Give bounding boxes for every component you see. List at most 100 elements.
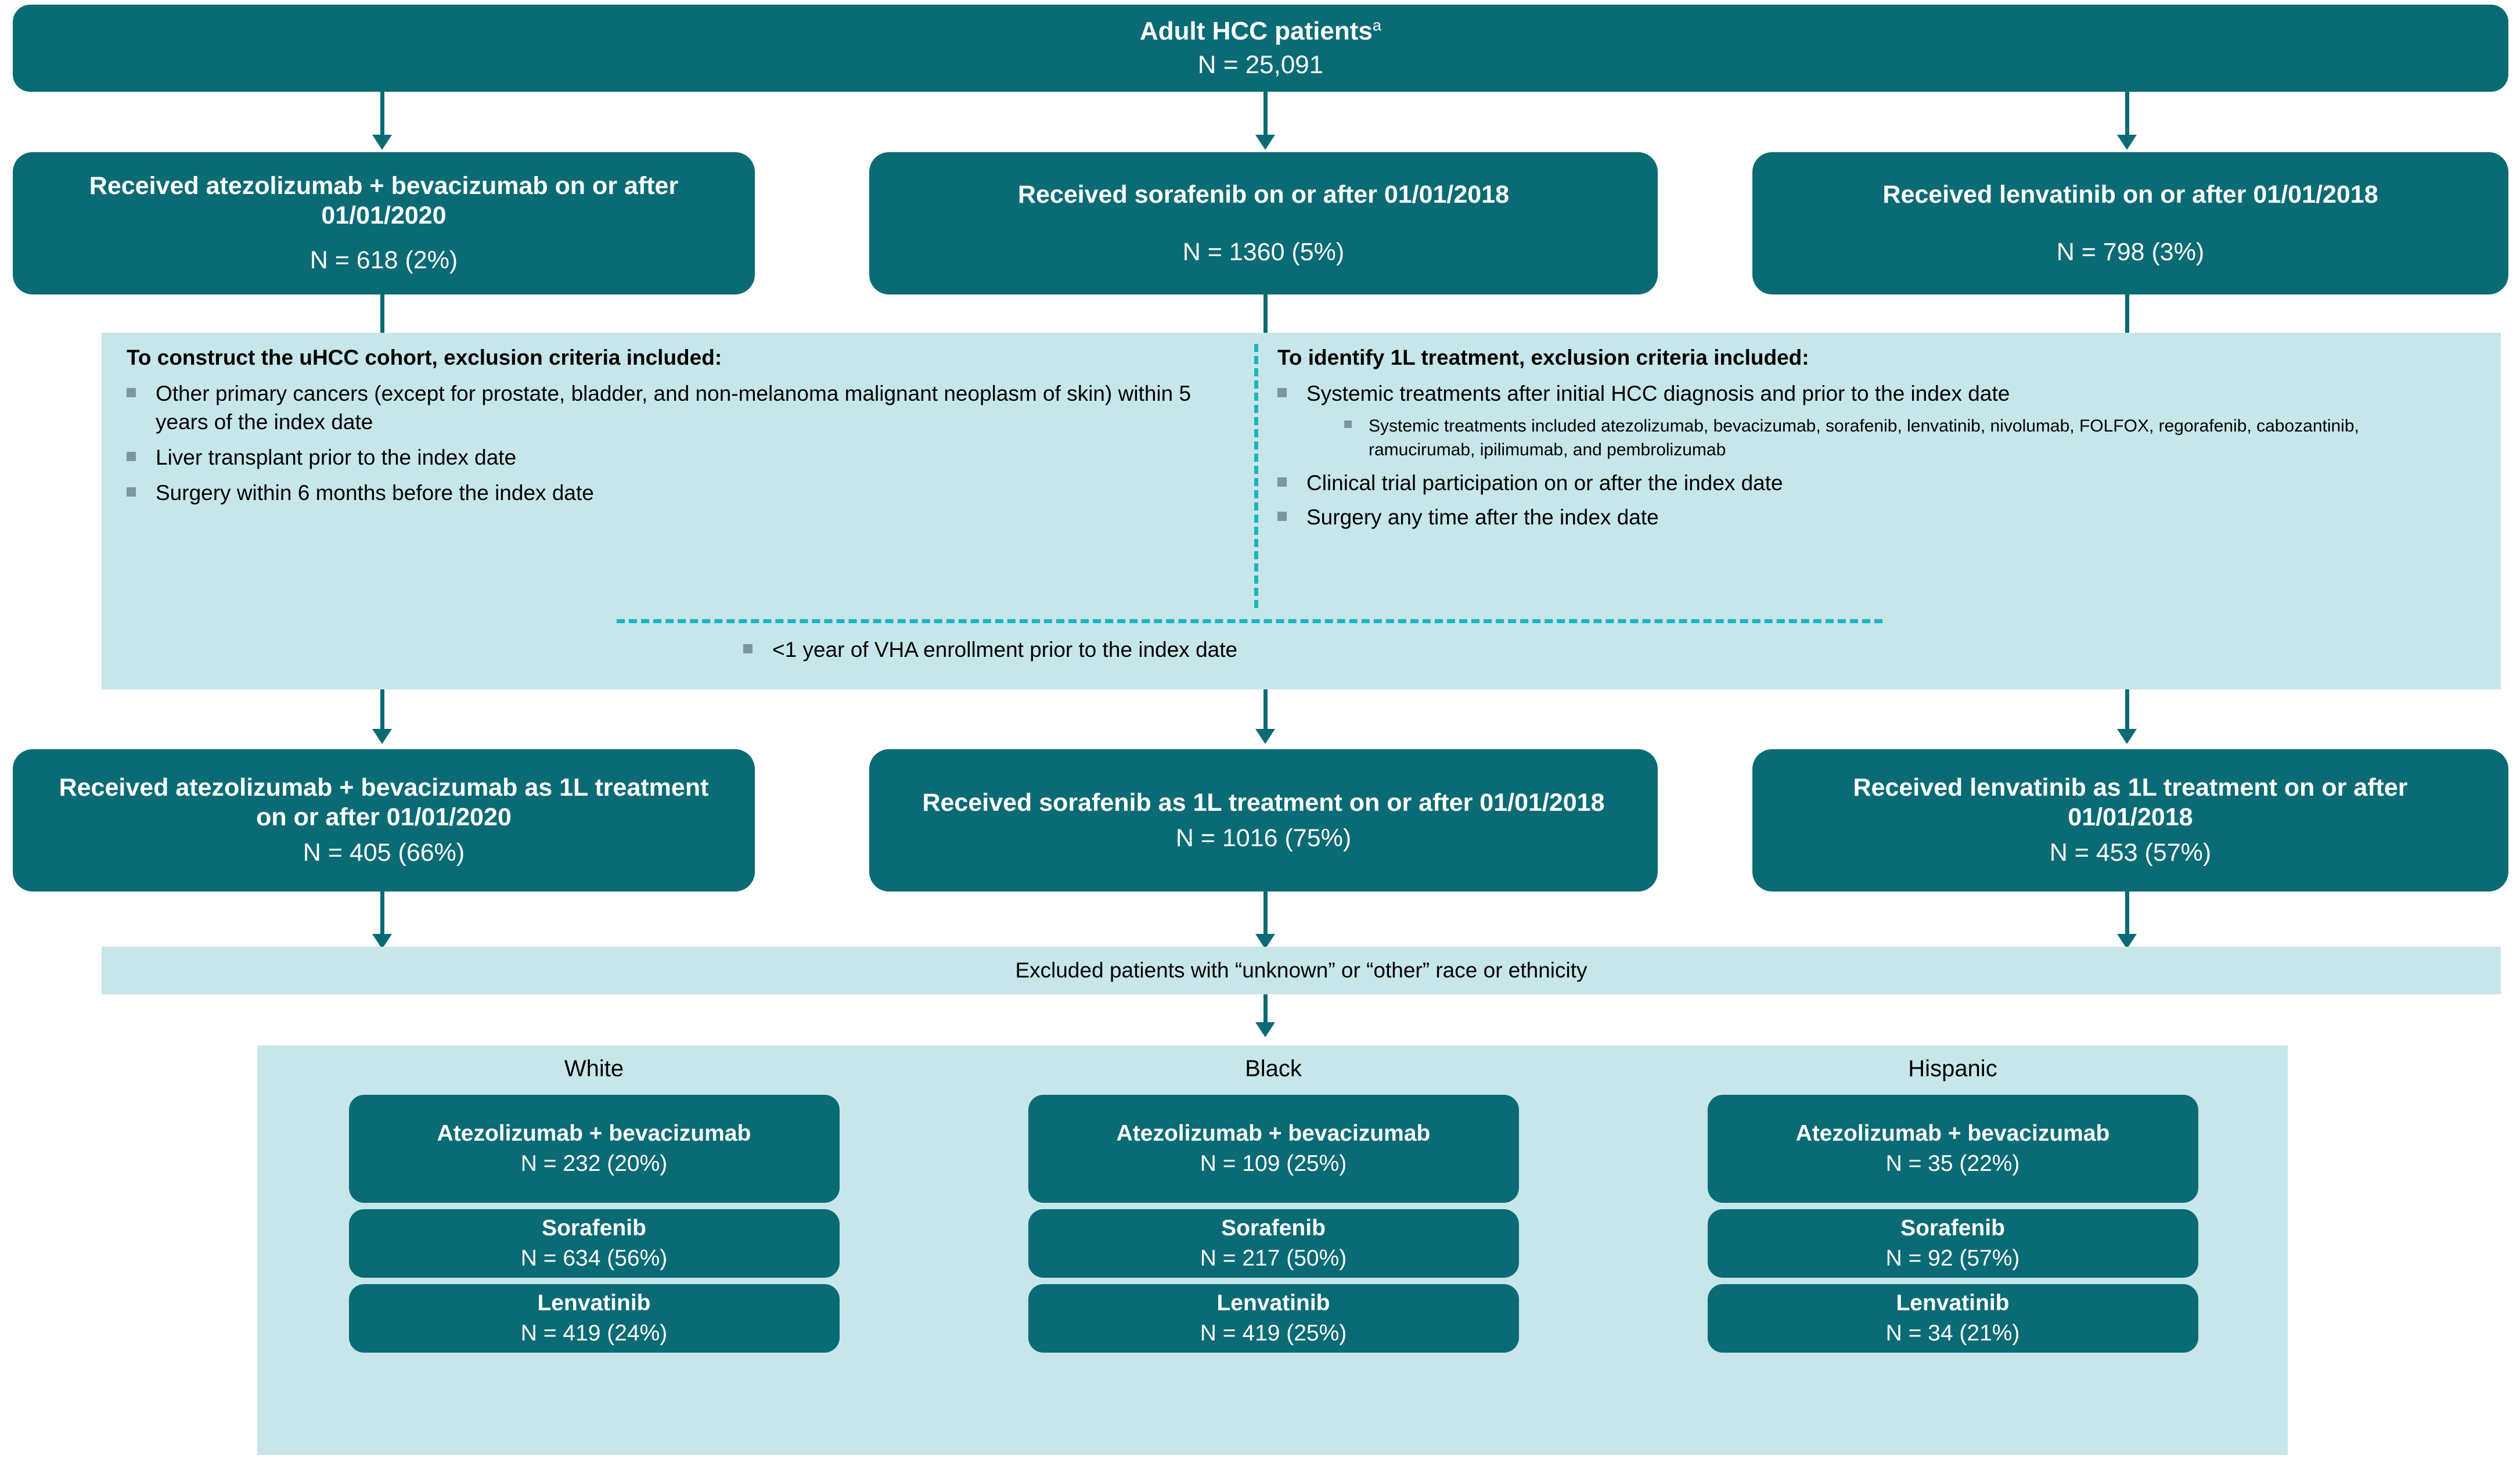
row2-n-atezolizumab: N = 618 (2%) [309, 246, 458, 274]
arrow-row3-lenva-to-excluded [2117, 934, 2137, 949]
race-treatment-box-black-sorafenib: Sorafenib N = 217 (50%) [1028, 1209, 1519, 1278]
top-cohort-title: Adult HCC patientsa [1140, 16, 1381, 46]
connector-row3-atezo-to-excluded [380, 892, 384, 938]
race-treatment-name-hispanic-lenvatinib: Lenvatinib [1896, 1291, 2010, 1316]
race-column-label-hispanic: Hispanic [1908, 1056, 1997, 1081]
race-treatment-name-white-atezolizumab: Atezolizumab + bevacizumab [437, 1121, 751, 1146]
criteria-left-item-3-text: Surgery within 6 months before the index… [156, 480, 594, 505]
excluded-patients-bar: Excluded patients with “unknown” or “oth… [102, 947, 2501, 994]
criteria-left-heading: To construct the uHCC cohort, exclusion … [127, 346, 722, 369]
criteria-right-block: To identify 1L treatment, exclusion crit… [1277, 344, 2474, 531]
criteria-vertical-divider [1254, 344, 1258, 608]
criteria-left-item-2: Liver transplant prior to the index date [127, 444, 1247, 472]
connector-row3-lenva-to-excluded [2125, 892, 2129, 938]
arrow-sora-to-row3 [1255, 729, 1275, 744]
race-column-label-black: Black [1245, 1056, 1302, 1081]
race-treatment-box-white-atezolizumab: Atezolizumab + bevacizumab N = 232 (20%) [348, 1095, 840, 1203]
race-treatment-name-white-sorafenib: Sorafenib [542, 1216, 646, 1241]
criteria-left-item-1-text: Other primary cancers (except for prosta… [156, 382, 1191, 434]
race-treatment-name-black-sorafenib: Sorafenib [1221, 1216, 1326, 1241]
top-cohort-box: Adult HCC patientsa N = 25,091 [13, 5, 2508, 92]
row2-title-atezolizumab: Received atezolizumab + bevacizumab on o… [89, 172, 679, 230]
race-treatment-n-hispanic-atezolizumab: N = 35 (22%) [1885, 1151, 2020, 1176]
race-treatment-box-white-lenvatinib: Lenvatinib N = 419 (24%) [348, 1284, 840, 1353]
race-treatment-n-black-atezolizumab: N = 109 (25%) [1200, 1151, 1347, 1176]
race-treatment-name-black-lenvatinib: Lenvatinib [1216, 1291, 1330, 1316]
row2-box-sorafenib: Received sorafenib on or after 01/01/201… [869, 152, 1658, 294]
arrow-top-to-sora [1255, 135, 1275, 150]
race-column-label-white: White [564, 1056, 624, 1081]
criteria-right-item-3-text: Surgery any time after the index date [1306, 505, 1659, 529]
connector-sora-to-row3 [1263, 689, 1268, 733]
connector-atezo-to-row3 [380, 689, 384, 733]
connector-top-to-lenva [2125, 92, 2129, 138]
row2-n-sorafenib: N = 1360 (5%) [1182, 238, 1345, 266]
arrow-row3-sora-to-excluded [1255, 934, 1275, 949]
bullet-square-icon [127, 487, 136, 497]
bullet-square-icon [1277, 477, 1287, 487]
row3-title-lenvatinib: Received lenvatinib as 1L treatment on o… [1853, 774, 2408, 832]
criteria-right-subitem: Systemic treatments included atezolizuma… [1344, 414, 2414, 462]
row3-n-lenvatinib: N = 453 (57%) [2049, 838, 2212, 867]
arrow-top-to-lenva [2117, 135, 2137, 150]
top-cohort-title-superscript: a [1372, 16, 1382, 34]
row3-box-atezolizumab: Received atezolizumab + bevacizumab as 1… [13, 749, 755, 892]
race-treatment-box-hispanic-atezolizumab: Atezolizumab + bevacizumab N = 35 (22%) [1707, 1095, 2198, 1203]
criteria-right-item-2-text: Clinical trial participation on or after… [1306, 470, 1783, 495]
race-treatment-n-black-sorafenib: N = 217 (50%) [1200, 1245, 1347, 1271]
row3-box-lenvatinib: Received lenvatinib as 1L treatment on o… [1752, 749, 2508, 892]
race-treatment-n-white-lenvatinib: N = 419 (24%) [520, 1320, 668, 1346]
row2-box-lenvatinib: Received lenvatinib on or after 01/01/20… [1752, 152, 2508, 294]
criteria-shared-item-text: <1 year of VHA enrollment prior to the i… [772, 638, 1238, 662]
race-treatment-n-white-atezolizumab: N = 232 (20%) [520, 1151, 668, 1176]
criteria-horizontal-divider [617, 619, 1882, 623]
bullet-square-icon [1277, 511, 1287, 521]
connector-row3-sora-to-excluded [1263, 892, 1268, 938]
race-treatment-name-hispanic-sorafenib: Sorafenib [1900, 1216, 2005, 1241]
connector-lenva-to-row3 [2125, 689, 2129, 733]
connector-top-to-atezo [380, 92, 384, 138]
race-treatment-box-hispanic-sorafenib: Sorafenib N = 92 (57%) [1707, 1209, 2198, 1278]
row3-n-atezolizumab: N = 405 (66%) [303, 838, 465, 867]
race-treatment-box-black-atezolizumab: Atezolizumab + bevacizumab N = 109 (25%) [1028, 1095, 1519, 1203]
race-treatment-n-hispanic-lenvatinib: N = 34 (21%) [1885, 1320, 2020, 1346]
criteria-right-subitem-text: Systemic treatments included atezolizuma… [1369, 416, 2359, 460]
bullet-square-icon [743, 644, 753, 653]
row2-title-lenvatinib: Received lenvatinib on or after 01/01/20… [1882, 180, 2378, 209]
race-treatment-box-white-sorafenib: Sorafenib N = 634 (56%) [348, 1209, 840, 1278]
row3-title-atezolizumab: Received atezolizumab + bevacizumab as 1… [59, 774, 709, 832]
race-column-white: White Atezolizumab + bevacizumab N = 232… [257, 1056, 931, 1353]
race-treatment-name-black-atezolizumab: Atezolizumab + bevacizumab [1116, 1121, 1431, 1146]
race-treatment-box-hispanic-lenvatinib: Lenvatinib N = 34 (21%) [1707, 1284, 2198, 1353]
connector-top-to-sora [1263, 92, 1268, 138]
bullet-square-icon [127, 451, 136, 461]
criteria-left-block: To construct the uHCC cohort, exclusion … [127, 344, 1247, 507]
race-treatment-n-white-sorafenib: N = 634 (56%) [520, 1245, 668, 1271]
race-column-black: Black Atezolizumab + bevacizumab N = 109… [937, 1056, 1610, 1353]
race-treatment-name-hispanic-atezolizumab: Atezolizumab + bevacizumab [1795, 1121, 2110, 1146]
row3-box-sorafenib: Received sorafenib as 1L treatment on or… [869, 749, 1658, 892]
row3-n-sorafenib: N = 1016 (75%) [1175, 824, 1352, 852]
excluded-patients-text: Excluded patients with “unknown” or “oth… [1015, 958, 1587, 982]
top-cohort-title-text: Adult HCC patients [1139, 17, 1373, 46]
criteria-right-item-2: Clinical trial participation on or after… [1277, 469, 2474, 498]
row2-n-lenvatinib: N = 798 (3%) [2056, 238, 2205, 266]
arrow-row3-atezo-to-excluded [372, 934, 392, 949]
race-treatment-n-black-lenvatinib: N = 419 (25%) [1200, 1320, 1347, 1346]
top-cohort-n: N = 25,091 [1197, 51, 1324, 79]
criteria-left-item-1: Other primary cancers (except for prosta… [127, 380, 1236, 437]
criteria-left-item-2-text: Liver transplant prior to the index date [156, 445, 517, 469]
criteria-right-item-1-text: Systemic treatments after initial HCC di… [1306, 382, 2010, 406]
row2-title-sorafenib: Received sorafenib on or after 01/01/201… [1017, 180, 1510, 209]
bullet-square-icon [1344, 420, 1352, 428]
row2-box-atezolizumab: Received atezolizumab + bevacizumab on o… [13, 152, 755, 294]
exclusion-criteria-panel [102, 333, 2501, 689]
race-treatment-n-hispanic-sorafenib: N = 92 (57%) [1885, 1245, 2020, 1271]
arrow-top-to-atezo [372, 135, 392, 150]
bullet-square-icon [127, 388, 136, 398]
arrow-lenva-to-row3 [2117, 729, 2137, 744]
connector-excluded-to-race-panel [1263, 994, 1268, 1026]
criteria-right-item-1: Systemic treatments after initial HCC di… [1277, 380, 2468, 408]
criteria-left-item-3: Surgery within 6 months before the index… [127, 479, 1247, 508]
race-treatment-box-black-lenvatinib: Lenvatinib N = 419 (25%) [1028, 1284, 1519, 1353]
